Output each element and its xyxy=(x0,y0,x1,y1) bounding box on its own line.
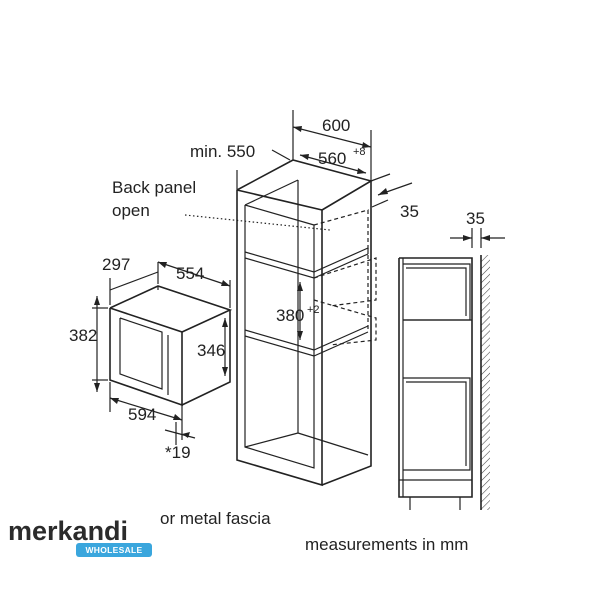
back-panel-label-line2: open xyxy=(112,201,150,220)
dim-560: 560 xyxy=(318,149,346,168)
dim-380: 380 xyxy=(276,306,304,325)
dim-560-tolerance: +8 xyxy=(353,146,366,158)
logo-badge xyxy=(76,543,152,557)
dimension-lines xyxy=(92,110,505,445)
notes: or metal fascia measurements in mm xyxy=(160,509,468,554)
wall-hatch xyxy=(481,255,490,510)
dim-600: 600 xyxy=(322,116,350,135)
dim-min-550: min. 550 xyxy=(190,142,255,161)
dim-594: 594 xyxy=(128,405,156,424)
merkandi-logo: merkandi WHOLESALE xyxy=(8,516,152,557)
dim-382: 382 xyxy=(69,326,97,345)
dim-297: 297 xyxy=(102,255,130,274)
dim-346: 346 xyxy=(197,341,225,360)
tall-cabinet xyxy=(236,159,377,487)
units-note: measurements in mm xyxy=(305,535,468,554)
dim-fascia-19: *19 xyxy=(165,443,191,462)
dim-380-tolerance: +2 xyxy=(307,304,320,316)
dim-side-gap-35: 35 xyxy=(400,202,419,221)
dim-wall-gap-35: 35 xyxy=(466,209,485,228)
logo-tagline: WHOLESALE xyxy=(85,545,142,555)
logo-wordmark: merkandi xyxy=(8,516,128,546)
side-elevation xyxy=(398,255,490,510)
dim-554: 554 xyxy=(176,264,204,283)
back-panel-label-line1: Back panel xyxy=(112,178,196,197)
dimension-labels: 600 min. 550 560 +8 35 Back panel open 2… xyxy=(69,116,485,462)
fascia-note: or metal fascia xyxy=(160,509,271,528)
